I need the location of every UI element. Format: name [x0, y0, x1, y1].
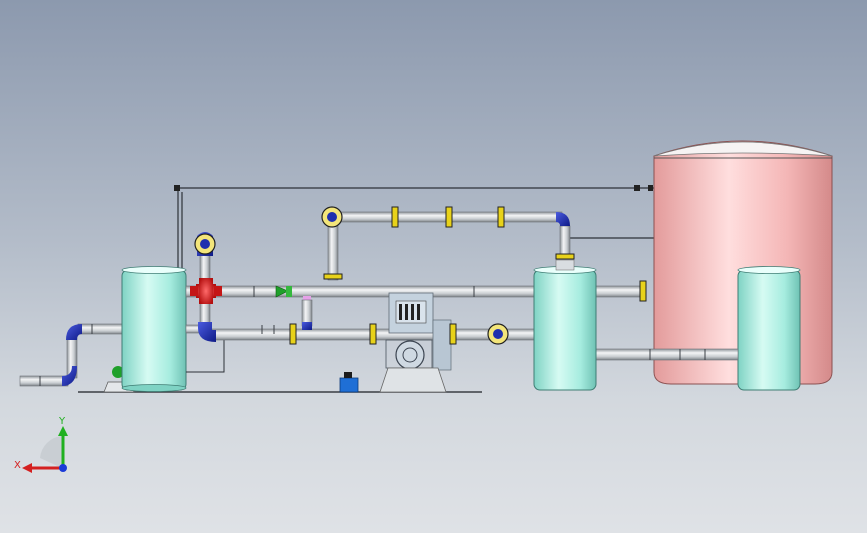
axis-triad: Y X: [14, 416, 68, 473]
flange-ring-riser: [194, 233, 216, 255]
panel-vents: [399, 304, 420, 320]
elbow-riser-bottom: [198, 322, 216, 342]
green-check-valve[interactable]: [275, 285, 289, 298]
blue-junction-box[interactable]: [339, 372, 359, 393]
drain-line-left: [186, 332, 225, 373]
pipe-joints-upper: [253, 286, 475, 297]
cross-fitting-red[interactable]: [190, 278, 222, 304]
flanges-side: [289, 206, 647, 345]
vessel-right[interactable]: [533, 259, 597, 391]
axis-y-label: Y: [58, 416, 66, 427]
pump-base-plate: [379, 367, 447, 393]
elbow-inlet-upper: [66, 324, 82, 340]
axis-y-arrow: [58, 426, 68, 436]
tank-roof: [653, 141, 833, 157]
elbow-bypass-right: [556, 212, 570, 226]
small-vessel-right[interactable]: [737, 266, 801, 391]
vessel-left[interactable]: [121, 266, 187, 392]
instrument-line-top: [177, 187, 680, 268]
pump-impeller-housing: [395, 340, 425, 370]
axis-x-label: X: [14, 460, 21, 471]
pump-skid[interactable]: [379, 292, 452, 393]
pink-tee[interactable]: [301, 296, 313, 330]
inlet-pipe-left[interactable]: [19, 323, 125, 387]
axis-z-origin: [59, 464, 67, 472]
axis-x-arrow: [22, 463, 32, 473]
elbow-inlet-lower: [62, 366, 77, 386]
pipe-joints-lower-right: [649, 349, 706, 360]
pipe-joints-lower: [261, 325, 275, 334]
flange-ring-bypass: [321, 206, 343, 228]
flange-ring-lower: [487, 323, 509, 345]
pipe-lower-right[interactable]: [595, 348, 739, 361]
valve-body-green: [286, 286, 292, 297]
